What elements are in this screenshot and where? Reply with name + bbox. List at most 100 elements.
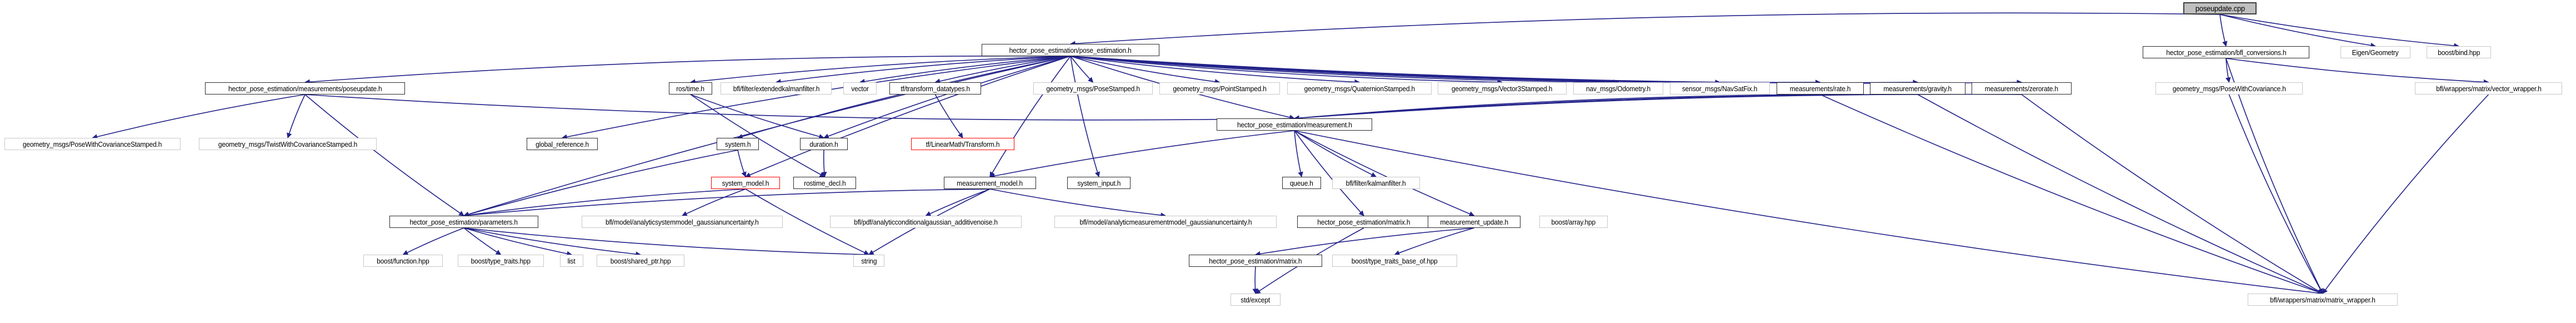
graph-node-label: system_input.h <box>1077 178 1121 187</box>
graph-node-label: measurements/gravity.h <box>1883 84 1952 93</box>
graph-edge <box>1070 56 1918 85</box>
graph-edge <box>682 188 746 216</box>
graph-node-label: hector_pose_estimation/measurement.h <box>1237 120 1352 129</box>
graph-node[interactable]: geometry_msgs/QuaternionStamped.h <box>1287 82 1432 95</box>
graph-node[interactable]: boost/array.hpp <box>1539 216 1608 228</box>
graph-node[interactable]: poseupdate.cpp <box>2183 2 2257 14</box>
graph-edge <box>1070 56 1221 85</box>
graph-node-label: boost/shared_ptr.hpp <box>610 256 671 265</box>
graph-node[interactable]: boost/type_traits_base_of.hpp <box>1332 255 1457 267</box>
graph-node[interactable]: global_reference.h <box>527 138 598 150</box>
graph-edge <box>304 94 464 216</box>
graph-node-label: measurement_update.h <box>1440 217 1508 226</box>
graph-node[interactable]: tf/LinearMath/Transform.h <box>911 138 1014 150</box>
graph-node-label: hector_pose_estimation/parameters.h <box>409 217 518 226</box>
graph-edge <box>463 188 991 218</box>
graph-edge <box>463 227 641 257</box>
graph-node-label: bfl/wrappers/matrix/vector_wrapper.h <box>2435 84 2542 93</box>
graph-edge <box>1070 56 1503 85</box>
graph-node[interactable]: vector <box>843 82 877 95</box>
graph-node-label: std/except <box>1241 295 1271 304</box>
graph-node[interactable]: geometry_msgs/PointStamped.h <box>1159 82 1280 95</box>
graph-edge <box>776 56 1071 85</box>
graph-node[interactable]: bfl/wrappers/matrix/matrix_wrapper.h <box>2248 294 2398 306</box>
graph-node[interactable]: duration.h <box>800 138 848 150</box>
graph-edge <box>1394 227 1474 256</box>
graph-node[interactable]: boost/shared_ptr.hpp <box>597 255 684 267</box>
graph-node[interactable]: rostime_decl.h <box>793 177 856 189</box>
graph-node[interactable]: string <box>853 255 884 267</box>
graph-node-label: list <box>568 256 576 265</box>
graph-node[interactable]: hector_pose_estimation/matrix.h <box>1297 216 1430 228</box>
graph-node-label: boost/bind.hpp <box>2438 48 2480 57</box>
graph-node[interactable]: measurements/gravity.h <box>1870 82 1965 95</box>
graph-node-label: bfl/pdf/analyticconditionalgaussian_addi… <box>854 217 998 226</box>
graph-edge <box>934 94 963 138</box>
graph-edge <box>287 94 306 138</box>
graph-node[interactable]: system.h <box>717 138 759 150</box>
graph-node[interactable]: hector_pose_estimation/pose_estimation.h <box>982 44 1159 56</box>
graph-edge <box>690 94 826 177</box>
graph-edge <box>2219 14 2228 47</box>
graph-node[interactable]: boost/function.hpp <box>363 255 443 267</box>
graph-node-label: sensor_msgs/NavSatFix.h <box>1682 84 1758 93</box>
graph-edge <box>1294 130 2323 296</box>
graph-edge <box>2225 58 2231 83</box>
graph-node[interactable]: system_model.h <box>711 177 780 189</box>
graph-node[interactable]: bfl/pdf/analyticconditionalgaussian_addi… <box>830 216 1022 228</box>
graph-node[interactable]: hector_pose_estimation/measurements/pose… <box>205 82 405 95</box>
graph-edge <box>1070 56 1094 83</box>
graph-node-label: bfl/model/analyticmeasurementmodel_gauss… <box>1079 217 1252 226</box>
graph-edge <box>2021 94 2323 294</box>
graph-edge <box>463 227 502 255</box>
graph-edge <box>821 150 827 177</box>
graph-node[interactable]: Eigen/Geometry <box>2340 46 2410 58</box>
graph-edge <box>1294 130 1364 216</box>
graph-edge <box>1070 56 1101 177</box>
graph-edge <box>1294 94 1820 121</box>
graph-node[interactable]: measurement_model.h <box>944 177 1036 189</box>
graph-edge <box>823 56 1071 139</box>
graph-edge <box>1252 266 1258 294</box>
graph-node[interactable]: measurement_update.h <box>1428 216 1520 228</box>
graph-node[interactable]: hector_pose_estimation/parameters.h <box>389 216 538 228</box>
graph-node[interactable]: measurements/zerorate.h <box>1972 82 2072 95</box>
graph-edge <box>1294 94 1918 121</box>
graph-node-label: bfl/filter/kalmanfilter.h <box>1346 178 1406 187</box>
graph-node[interactable]: geometry_msgs/PoseStamped.h <box>1033 82 1153 95</box>
graph-node[interactable]: bfl/filter/kalmanfilter.h <box>1332 177 1420 189</box>
graph-node[interactable]: ros/time.h <box>669 82 712 95</box>
graph-node[interactable]: geometry_msgs/PoseWithCovariance.h <box>2155 82 2303 95</box>
graph-node[interactable]: geometry_msgs/Vector3Stamped.h <box>1438 82 1567 95</box>
graph-node[interactable]: sensor_msgs/NavSatFix.h <box>1670 82 1770 95</box>
graph-node[interactable]: bfl/filter/extendedkalmanfilter.h <box>721 82 832 95</box>
graph-node[interactable]: bfl/model/analyticmeasurementmodel_gauss… <box>1054 216 1277 228</box>
graph-node[interactable]: system_input.h <box>1067 177 1131 189</box>
graph-node[interactable]: measurements/rate.h <box>1777 82 1864 95</box>
graph-node[interactable]: tf/transform_datatypes.h <box>889 82 981 95</box>
graph-node[interactable]: geometry_msgs/PoseWithCovarianceStamped.… <box>4 138 181 150</box>
graph-node[interactable]: hector_pose_estimation/bfl_conversions.h <box>2143 46 2309 58</box>
graph-node-label: boost/array.hpp <box>1551 217 1596 226</box>
graph-edge <box>989 56 1071 177</box>
graph-node[interactable]: hector_pose_estimation/measurement.h <box>1217 118 1372 131</box>
graph-edge <box>463 150 738 217</box>
graph-node[interactable]: std/except <box>1231 294 1281 306</box>
graph-edge <box>989 130 1295 179</box>
graph-node[interactable]: bfl/model/analyticsystemmodel_gaussianun… <box>582 216 783 228</box>
graph-node-label: boost/function.hpp <box>377 256 429 265</box>
graph-edge <box>1070 56 1360 85</box>
graph-node-label: bfl/filter/extendedkalmanfilter.h <box>733 84 819 93</box>
graph-node-label: measurements/zerorate.h <box>1984 84 2059 93</box>
graph-edge <box>92 94 306 140</box>
graph-node[interactable]: geometry_msgs/TwistWithCovarianceStamped… <box>199 138 377 150</box>
graph-node[interactable]: bfl/wrappers/matrix/vector_wrapper.h <box>2415 82 2562 95</box>
graph-node[interactable]: boost/type_traits.hpp <box>458 255 544 267</box>
graph-node[interactable]: nav_msgs/Odometry.h <box>1573 82 1663 95</box>
graph-edge <box>2225 58 2489 85</box>
graph-node[interactable]: list <box>560 255 583 267</box>
graph-node[interactable]: queue.h <box>1282 177 1321 189</box>
graph-node[interactable]: boost/bind.hpp <box>2427 46 2491 58</box>
graph-node[interactable]: hector_pose_estimation/matrix.h <box>1189 255 1322 267</box>
graph-edge <box>402 227 464 255</box>
